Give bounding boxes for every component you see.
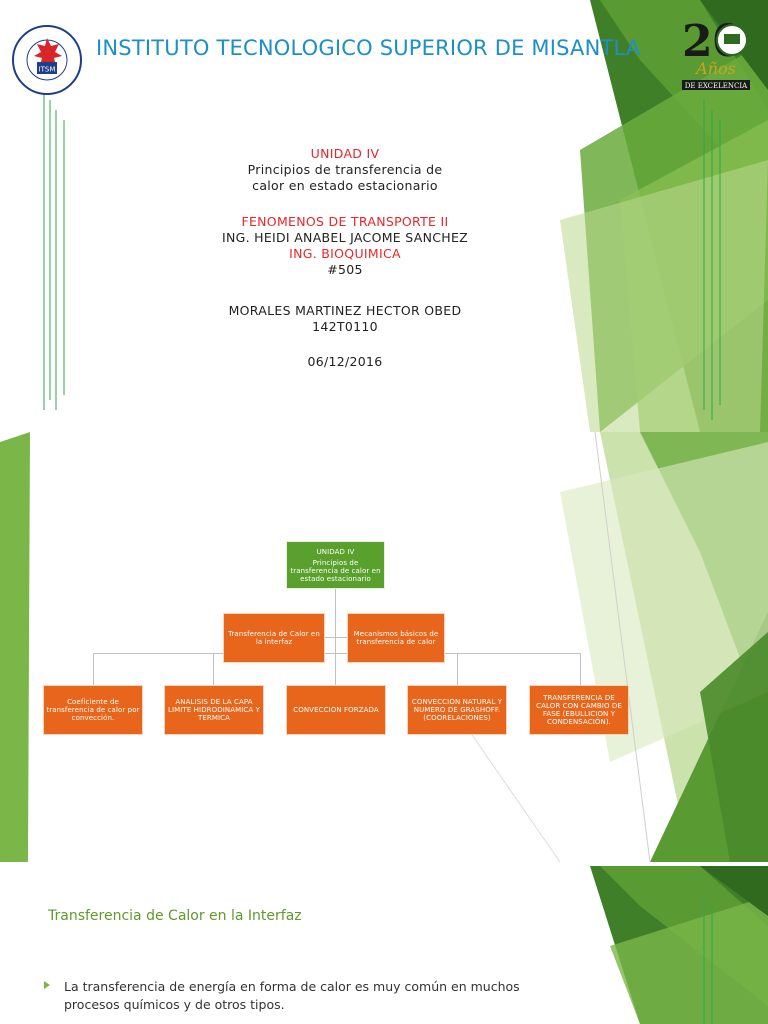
concept-left-branch: Transferencia de Calor en la interfaz — [223, 613, 325, 663]
connector — [335, 653, 336, 685]
concept-leaf: CONVECCION FORZADA — [286, 685, 386, 735]
connector — [580, 653, 581, 685]
concept-leaf: TRANSFERENCIA DE CALOR CON CAMBIO DE FAS… — [529, 685, 629, 735]
root-title: UNIDAD IV — [316, 547, 355, 556]
anniversary-logo: 20 Años DE EXCELENCIA — [680, 12, 752, 92]
teacher-name: ING. HEIDI ANABEL JACOME SANCHEZ — [221, 230, 469, 245]
root-subtitle: Principios de transferencia de calor en … — [290, 558, 381, 583]
concept-map-slide: UNIDAD IV Principios de transferencia de… — [0, 432, 768, 862]
institute-logo: ITSM — [10, 24, 84, 96]
unit-label: UNIDAD IV — [310, 146, 380, 161]
svg-text:Años: Años — [694, 59, 736, 78]
group-number: #505 — [327, 262, 363, 277]
arrow-bullet-icon — [44, 981, 50, 989]
connector — [213, 653, 214, 685]
unit-title-line2: calor en estado estacionario — [252, 178, 438, 193]
connector — [93, 653, 94, 685]
connector — [335, 587, 336, 607]
course-info: FENOMENOS DE TRANSPORTE II ING. HEIDI AN… — [200, 214, 490, 278]
list-item: La transferencia de energía en forma de … — [44, 978, 544, 1014]
concept-leaf: Coeficiente de transferencia de calor po… — [43, 685, 143, 735]
connector — [457, 653, 458, 685]
cover-info: UNIDAD IV Principios de transferencia de… — [200, 146, 490, 194]
connector — [335, 607, 336, 643]
slide-title: Transferencia de Calor en la Interfaz — [48, 908, 302, 924]
concept-root: UNIDAD IV Principios de transferencia de… — [286, 541, 385, 589]
career-name: ING. BIOQUIMICA — [289, 246, 401, 261]
student-info: MORALES MARTINEZ HECTOR OBED 142T0110 — [200, 303, 490, 335]
student-name: MORALES MARTINEZ HECTOR OBED — [228, 303, 462, 318]
concept-leaf: CONVECCION NATURAL Y NUMERO DE GRASHOFF.… — [407, 685, 507, 735]
svg-text:ITSM: ITSM — [39, 66, 56, 74]
date: 06/12/2016 — [307, 354, 383, 369]
institution-title: INSTITUTO TECNOLOGICO SUPERIOR DE MISANT… — [96, 36, 641, 60]
green-decoration — [0, 432, 768, 862]
content-slide: Transferencia de Calor en la Interfaz La… — [0, 866, 768, 1024]
green-decoration — [590, 866, 768, 1024]
bullet-list: La transferencia de energía en forma de … — [44, 978, 544, 1014]
connector — [325, 637, 350, 638]
concept-leaf: ANALISIS DE LA CAPA LIMITE HIDRODINAMICA… — [164, 685, 264, 735]
connector — [93, 653, 581, 654]
student-id: 142T0110 — [312, 319, 378, 334]
bullet-text: La transferencia de energía en forma de … — [64, 979, 520, 1012]
title-slide: ITSM INSTITUTO TECNOLOGICO SUPERIOR DE M… — [0, 0, 768, 432]
concept-right-branch: Mecanismos básicos de transferencia de c… — [347, 613, 445, 663]
unit-title-line1: Principios de transferencia de — [247, 162, 443, 177]
course-name: FENOMENOS DE TRANSPORTE II — [241, 214, 449, 229]
svg-text:DE EXCELENCIA: DE EXCELENCIA — [685, 82, 748, 90]
connector — [335, 643, 336, 653]
